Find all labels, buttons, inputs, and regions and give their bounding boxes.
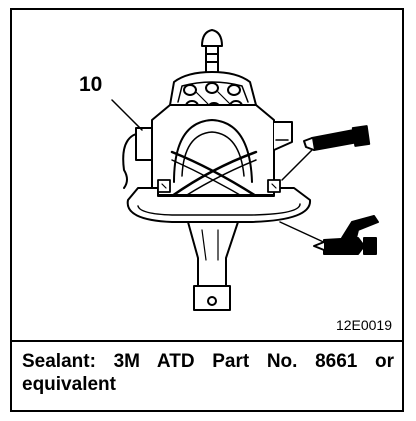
caption-divider <box>12 340 402 342</box>
figure-frame: 10 12E0019 Sealant: 3M ATD Part No. 8661… <box>10 8 404 412</box>
sealant-gun-icon <box>313 215 379 255</box>
mount-body <box>122 104 293 203</box>
sealant-caption: Sealant: 3M ATD Part No. 8661 or equival… <box>22 351 394 395</box>
top-stud <box>201 29 223 75</box>
engine-mount-drawing <box>111 29 379 311</box>
callout-number: 10 <box>79 73 103 96</box>
sealant-leader-upper <box>281 149 313 181</box>
lower-stem <box>187 221 239 311</box>
sealant-tube-icon <box>303 125 371 151</box>
figure-code: 12E0019 <box>335 317 392 333</box>
sealant-leader-lower <box>279 221 331 246</box>
mount-illustration: 10 12E0019 <box>12 10 402 340</box>
lower-flange <box>126 179 312 223</box>
callout-leader <box>111 99 143 131</box>
